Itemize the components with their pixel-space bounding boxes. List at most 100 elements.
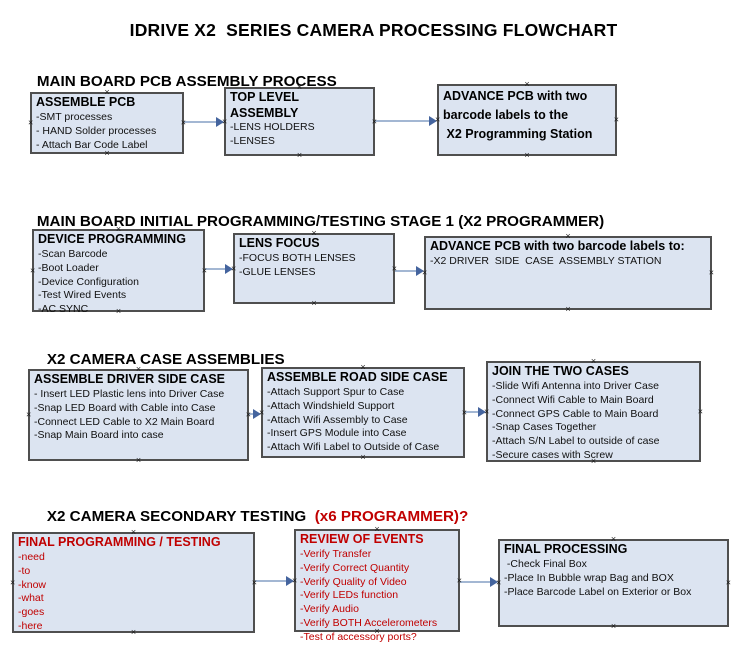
anchor-handle-icon: ×	[296, 150, 303, 160]
box-list-item: -Verify Transfer	[300, 547, 372, 560]
box-list-item: -Test Wired Events	[38, 289, 127, 302]
box-list-item: -SMT processes	[36, 110, 113, 123]
flow-arrow	[205, 264, 233, 274]
anchor-handle-icon: ×	[697, 406, 703, 416]
page-title: IDRIVE X2 SERIES CAMERA PROCESSING FLOWC…	[129, 20, 618, 40]
box-items: -X2 DRIVER SIDE CASE ASSEMBLY STATION	[430, 255, 706, 269]
anchor-handle-icon: ×	[391, 263, 397, 273]
box-title: ASSEMBLE DRIVER SIDE CASE	[34, 372, 226, 386]
anchor-handle-icon: ×	[565, 304, 571, 314]
anchor-handle-icon: ×	[590, 356, 597, 366]
box-list-item: -Scan Barcode	[38, 247, 108, 260]
box-list-item: -to	[18, 564, 31, 577]
heading-text: MAIN BOARD PCB ASSEMBLY PROCESS	[36, 73, 337, 90]
anchor-handle-icon: ×	[104, 87, 110, 97]
box-list-item: -Verify BOTH Accelerometers	[300, 617, 438, 630]
anchor-handle-icon: ×	[435, 114, 441, 125]
flow-arrow	[460, 577, 498, 587]
box-list-item: -Snap Main Board into case	[34, 429, 164, 442]
anchor-handle-icon: ×	[311, 228, 317, 238]
anchor-handle-icon: ×	[231, 263, 237, 273]
anchor-handle-icon: ×	[360, 362, 366, 372]
anchor-handle-icon: ×	[201, 265, 207, 275]
anchor-handle-icon: ×	[30, 265, 36, 275]
anchor-handle-icon: ×	[456, 575, 462, 585]
box-review-of-events: REVIEW OF EVENTS -Verify Transfer-Verify…	[292, 525, 462, 644]
box-list-item: -Slide Wifi Antenna into Driver Case	[492, 379, 659, 392]
box-items: -LENS HOLDERS-LENSES	[230, 121, 369, 149]
box-list-item: -Attach Wifi Label to Outside of Case	[267, 441, 440, 454]
box-lens-focus: LENS FOCUS -FOCUS BOTH LENSES-GLUE LENSE…	[231, 229, 397, 308]
anchor-handle-icon: ×	[28, 117, 34, 128]
anchor-handle-icon: ×	[371, 116, 377, 126]
box-list-item: -Verify LEDs function	[300, 589, 399, 602]
box-list-item: - HAND Solder processes	[36, 124, 157, 137]
box-list-item: -Test of accessory ports?	[300, 631, 417, 644]
anchor-handle-icon: ×	[135, 455, 142, 465]
anchor-handle-icon: ×	[422, 267, 428, 278]
anchor-handle-icon: ×	[565, 231, 571, 241]
box-list-item: -Snap LED Board with Cable into Case	[34, 401, 216, 414]
box-items: -Attach Support Spur to Case-Attach Wind…	[267, 386, 459, 456]
box-final-processing: FINAL PROCESSING -Check Final Box-Place …	[496, 535, 731, 631]
section-heading-pcb-assembly: MAIN BOARD PCB ASSEMBLY PROCESS	[20, 56, 337, 107]
box-list-item: -Boot Loader	[38, 261, 99, 274]
heading-text: X2 CAMERA SECONDARY TESTING	[46, 508, 311, 525]
box-list-item: -Check Final Box	[504, 557, 587, 570]
box-title: FINAL PROCESSING	[504, 542, 628, 556]
box-list-item: -Verify Correct Quantity	[300, 561, 410, 574]
box-title: JOIN THE TWO CASES	[492, 364, 629, 378]
anchor-handle-icon: ×	[245, 409, 251, 420]
box-list-item: -goes	[18, 606, 45, 619]
box-items: -FOCUS BOTH LENSES-GLUE LENSES	[239, 252, 389, 280]
anchor-handle-icon: ×	[610, 621, 617, 631]
box-advance-pcb-driver-side: ADVANCE PCB with two barcode labels to: …	[422, 232, 714, 314]
box-list-item: -know	[18, 578, 47, 591]
box-list-item: -X2 DRIVER SIDE CASE ASSEMBLY STATION	[430, 254, 662, 267]
box-list-item: -Device Configuration	[38, 275, 139, 288]
box-list-item: - Insert LED Plastic lens into Driver Ca…	[34, 387, 225, 400]
box-items: -Slide Wifi Antenna into Driver Case-Con…	[492, 380, 695, 464]
anchor-handle-icon: ×	[496, 577, 502, 588]
anchor-handle-icon: ×	[180, 117, 186, 128]
box-list-item: -Verify Audio	[300, 603, 359, 616]
box-list-item: -Attach S/N Label to outside of case	[492, 435, 660, 448]
anchor-handle-icon: ×	[115, 224, 122, 234]
box-list-item: - Attach Bar Code Label	[36, 138, 148, 151]
box-items: -SMT processes- HAND Solder processes- A…	[36, 111, 178, 153]
anchor-handle-icon: ×	[360, 452, 366, 462]
box-title: REVIEW OF EVENTS	[300, 532, 424, 546]
flow-arrow	[255, 576, 294, 586]
anchor-handle-icon: ×	[26, 409, 32, 420]
heading-text: MAIN BOARD INITIAL PROGRAMMING/TESTING S…	[36, 213, 605, 230]
anchor-handle-icon: ×	[374, 524, 380, 534]
anchor-handle-icon: ×	[115, 306, 122, 316]
flow-arrow	[395, 266, 424, 276]
section-heading-secondary-testing: X2 CAMERA SECONDARY TESTING (x6 PROGRAMM…	[30, 491, 468, 542]
heading-accent-text: (x6 PROGRAMMER)?	[310, 508, 469, 525]
box-list-item: -Attach Support Spur to Case	[267, 385, 405, 398]
box-list-item: -GLUE LENSES	[239, 265, 316, 278]
anchor-handle-icon: ×	[461, 407, 467, 417]
box-list-item: -LENS HOLDERS	[230, 121, 315, 134]
box-title: DEVICE PROGRAMMING	[38, 232, 186, 246]
box-top-level-assembly: TOP LEVEL ASSEMBLY -LENS HOLDERS-LENSES …	[222, 83, 377, 160]
box-advance-pcb-programming-station: ADVANCE PCB with two barcode labels to t…	[435, 80, 619, 160]
anchor-handle-icon: ×	[130, 527, 137, 537]
anchor-handle-icon: ×	[222, 116, 228, 126]
anchor-handle-icon: ×	[10, 577, 16, 587]
anchor-handle-icon: ×	[590, 456, 597, 466]
box-list-item: -FOCUS BOTH LENSES	[239, 251, 356, 264]
box-items: -Check Final Box-Place In Bubble wrap Ba…	[504, 558, 723, 600]
box-list-item: -Attach Wifi Assembly to Case	[267, 413, 408, 426]
box-assemble-road-side-case: ASSEMBLE ROAD SIDE CASE -Attach Support …	[259, 363, 467, 462]
box-title: TOP LEVEL ASSEMBLY	[230, 90, 302, 120]
anchor-handle-icon: ×	[292, 575, 298, 585]
box-list-item: -here	[18, 620, 43, 633]
box-list-item: -Verify Quality of Video	[300, 575, 407, 588]
section-heading-initial-programming: MAIN BOARD INITIAL PROGRAMMING/TESTING S…	[20, 196, 604, 247]
box-list-item: -Place Barcode Label on Exterior or Box	[504, 585, 692, 598]
anchor-handle-icon: ×	[524, 150, 530, 160]
box-list-item: -what	[18, 592, 44, 605]
